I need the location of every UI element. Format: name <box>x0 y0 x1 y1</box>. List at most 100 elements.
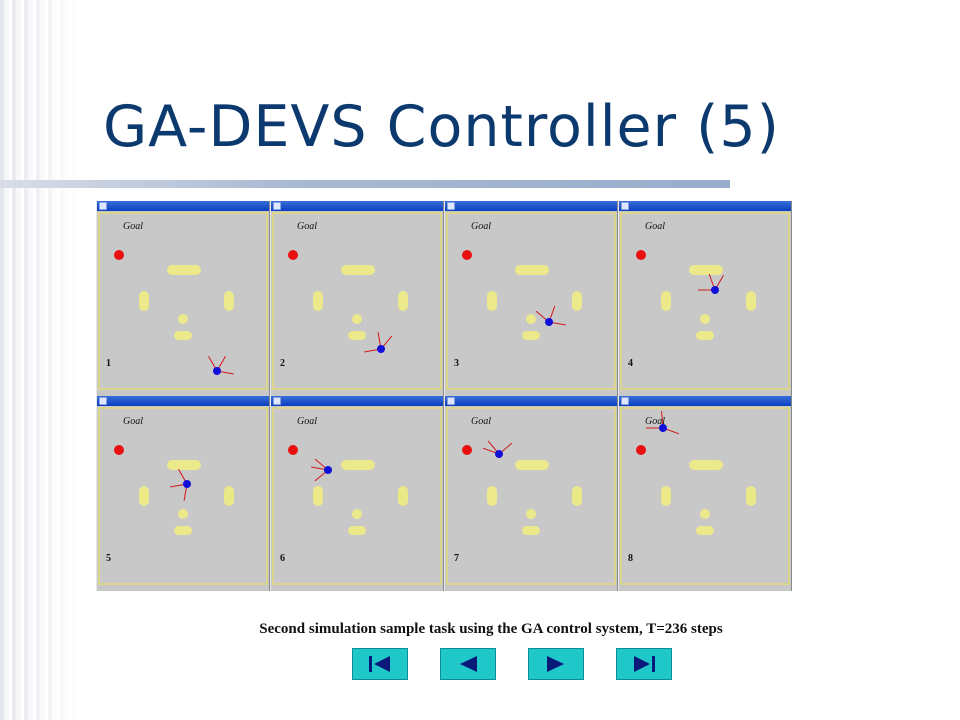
obstacle-center <box>352 509 362 519</box>
arena-border <box>272 407 442 585</box>
goal-label: Goal <box>645 416 665 427</box>
obstacle-bottom <box>174 331 192 340</box>
obstacle-center <box>178 509 188 519</box>
arena-canvas <box>98 212 268 390</box>
arena-canvas <box>620 212 790 390</box>
goal-marker <box>288 445 298 455</box>
next-slide-button[interactable] <box>528 648 584 680</box>
window-titlebar <box>445 201 617 211</box>
window-titlebar <box>271 201 443 211</box>
obstacle-left <box>139 486 149 506</box>
obstacle-center <box>526 314 536 324</box>
obstacle-bottom <box>348 331 366 340</box>
goal-marker <box>462 250 472 260</box>
goal-label: Goal <box>297 221 317 232</box>
simulation-panel: Goal 2 <box>270 201 444 396</box>
goal-label: Goal <box>123 416 143 427</box>
panel-number: 7 <box>454 553 459 564</box>
panel-number: 2 <box>280 358 285 369</box>
obstacle-top <box>167 460 201 470</box>
first-page-icon <box>369 656 390 672</box>
window-titlebar <box>271 396 443 406</box>
panel-number: 8 <box>628 553 633 564</box>
arena-canvas <box>272 407 442 585</box>
window-icon <box>99 397 107 405</box>
goal-marker <box>288 250 298 260</box>
arena-border <box>620 212 790 390</box>
goal-marker <box>114 445 124 455</box>
obstacle-left <box>313 486 323 506</box>
goal-label: Goal <box>471 221 491 232</box>
obstacle-bottom <box>696 331 714 340</box>
obstacle-bottom <box>696 526 714 535</box>
window-icon <box>273 397 281 405</box>
obstacle-right <box>224 291 234 311</box>
last-page-icon <box>634 656 655 672</box>
goal-label: Goal <box>645 221 665 232</box>
obstacle-left <box>661 291 671 311</box>
obstacle-top <box>689 265 723 275</box>
obstacle-center <box>178 314 188 324</box>
obstacle-bottom <box>348 526 366 535</box>
window-titlebar <box>619 201 791 211</box>
panel-number: 6 <box>280 553 285 564</box>
figure-caption: Second simulation sample task using the … <box>259 621 723 637</box>
obstacle-left <box>139 291 149 311</box>
panel-number: 3 <box>454 358 459 369</box>
arena-border <box>98 212 268 390</box>
simulation-panel: Goal 5 <box>96 396 270 591</box>
next-icon <box>547 656 564 672</box>
arena-border <box>272 212 442 390</box>
window-icon <box>621 397 629 405</box>
previous-slide-button[interactable] <box>440 648 496 680</box>
window-icon <box>273 202 281 210</box>
window-titlebar <box>445 396 617 406</box>
obstacle-right <box>572 291 582 311</box>
obstacle-right <box>746 486 756 506</box>
robot <box>213 367 221 375</box>
obstacle-center <box>526 509 536 519</box>
window-titlebar <box>619 396 791 406</box>
arena-canvas <box>446 212 616 390</box>
obstacle-top <box>341 265 375 275</box>
title-divider <box>0 180 730 188</box>
obstacle-right <box>398 291 408 311</box>
obstacle-left <box>487 486 497 506</box>
arena-canvas <box>272 212 442 390</box>
window-titlebar <box>97 201 269 211</box>
obstacle-left <box>313 291 323 311</box>
arena-border <box>446 212 616 390</box>
obstacle-left <box>487 291 497 311</box>
slide-title: GA-DEVS Controller (5) <box>103 94 780 160</box>
arena-canvas <box>620 407 790 585</box>
robot <box>495 450 503 458</box>
last-slide-button[interactable] <box>616 648 672 680</box>
robot <box>545 318 553 326</box>
robot <box>377 345 385 353</box>
obstacle-bottom <box>522 526 540 535</box>
panel-number: 1 <box>106 358 111 369</box>
goal-marker <box>636 445 646 455</box>
robot <box>183 480 191 488</box>
goal-marker <box>636 250 646 260</box>
obstacle-right <box>572 486 582 506</box>
arena-border <box>98 407 268 585</box>
obstacle-top <box>167 265 201 275</box>
goal-marker <box>462 445 472 455</box>
window-icon <box>447 397 455 405</box>
obstacle-right <box>746 291 756 311</box>
arena-canvas <box>98 407 268 585</box>
obstacle-center <box>700 314 710 324</box>
goal-marker <box>114 250 124 260</box>
robot <box>711 286 719 294</box>
obstacle-top <box>515 265 549 275</box>
first-slide-button[interactable] <box>352 648 408 680</box>
window-icon <box>447 202 455 210</box>
simulation-panel: Goal 3 <box>444 201 618 396</box>
obstacle-right <box>398 486 408 506</box>
panel-number: 5 <box>106 553 111 564</box>
arena-border <box>446 407 616 585</box>
